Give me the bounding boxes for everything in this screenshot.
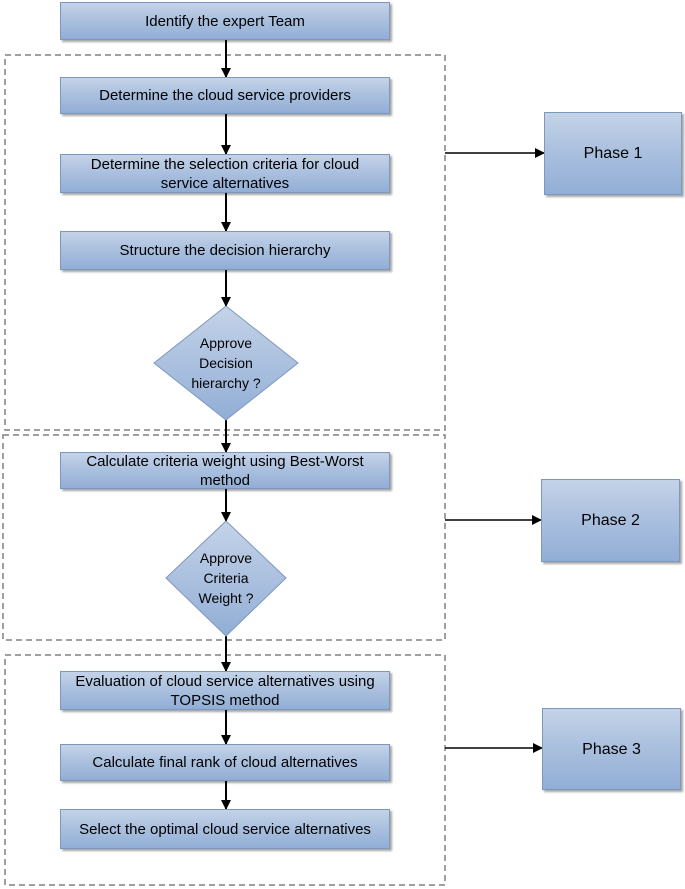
step-evaluate-topsis: Evaluation of cloud service alternatives… (60, 671, 390, 710)
step-determine-criteria: Determine the selection criteria for clo… (60, 154, 390, 193)
decision-diamond-2 (165, 520, 287, 637)
decision-diamond-1 (153, 305, 299, 421)
step-identify-expert-team: Identify the expert Team (60, 2, 390, 40)
step-determine-providers: Determine the cloud service providers (60, 77, 390, 114)
phase-2-label: Phase 2 (541, 479, 680, 562)
step-calculate-criteria-weight: Calculate criteria weight using Best-Wor… (60, 452, 390, 489)
decision-label-1: Approve Decision hierarchy ? (191, 335, 261, 391)
step-select-optimal: Select the optimal cloud service alterna… (60, 809, 390, 849)
step-structure-hierarchy: Structure the decision hierarchy (60, 231, 390, 270)
step-calculate-final-rank: Calculate final rank of cloud alternativ… (60, 744, 390, 781)
phase-3-label: Phase 3 (542, 708, 681, 790)
phase-2-region (2, 434, 446, 641)
phase-1-label: Phase 1 (544, 112, 682, 195)
decision-label-2: Approve Criteria Weight ? (198, 550, 254, 606)
